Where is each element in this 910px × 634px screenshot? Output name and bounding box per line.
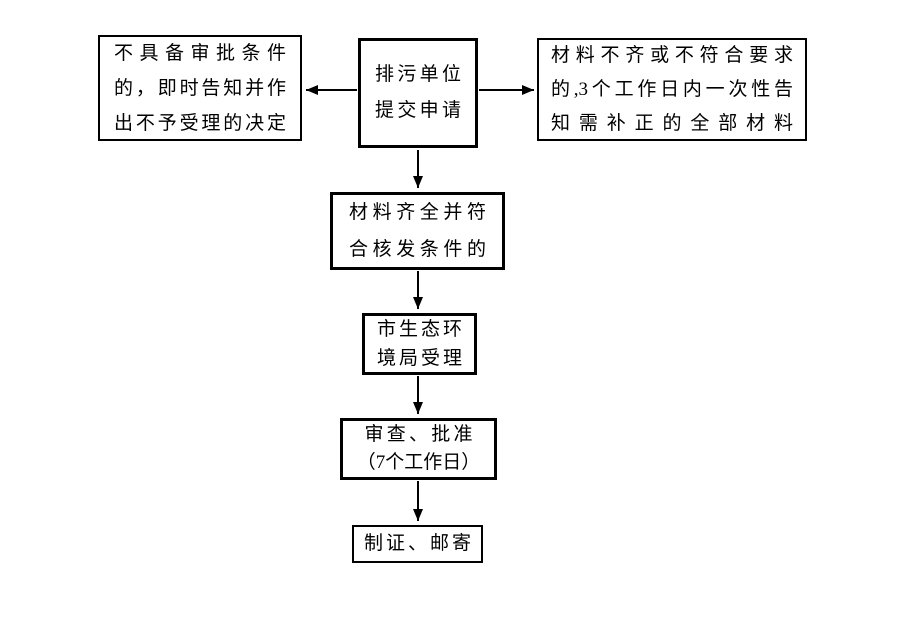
node-text-line: （7个工作日） (356, 452, 481, 473)
node-text-line: 审查、批准 (364, 424, 476, 445)
node-submit-application: 排污单位 提交申请 (358, 38, 478, 148)
node-review-approve: 审查、批准 （7个工作日） (340, 418, 497, 480)
node-text-line: 排污单位 (375, 64, 461, 85)
node-text-line: 提交申请 (375, 100, 461, 121)
node-materials-complete: 材料齐全并符 合核发条件的 (330, 192, 505, 270)
node-text-line: 境局受理 (377, 348, 462, 369)
node-text-line: 的，即时告知并作 (114, 77, 286, 99)
node-bureau-acceptance: 市生态环 境局受理 (362, 313, 477, 375)
node-text-line: 出不予受理的决定 (114, 112, 286, 134)
node-reject-decision: 不具备审批条件 的，即时告知并作 出不予受理的决定 (98, 35, 302, 141)
node-text-line: 合核发条件的 (349, 239, 486, 260)
node-text-line: 不具备审批条件 (114, 42, 286, 64)
node-text-line: 材料不齐或不符合要求 (551, 44, 793, 66)
node-text-line: 的,3个工作日内一次性告 (551, 78, 793, 100)
node-issue-mail: 制证、邮寄 (352, 525, 483, 563)
node-text-line: 市生态环 (377, 319, 462, 340)
node-text-line: 知需补正的全部材料 (551, 112, 793, 134)
node-text-line: 制证、邮寄 (364, 533, 471, 554)
node-supplement-materials: 材料不齐或不符合要求 的,3个工作日内一次性告 知需补正的全部材料 (537, 38, 807, 141)
node-text-line: 材料齐全并符 (349, 202, 486, 223)
